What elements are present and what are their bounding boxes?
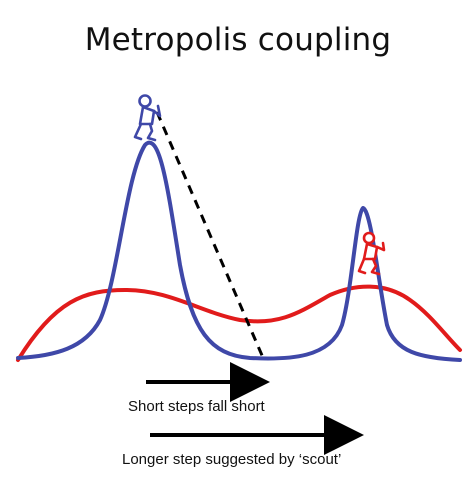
longer-step-caption: Longer step suggested by ‘scout’ <box>122 451 342 468</box>
target-distribution-curve <box>16 140 462 362</box>
flattened-distribution-curve <box>16 284 462 362</box>
scout-hiker-icon <box>357 231 386 276</box>
hiker-icon <box>133 94 162 142</box>
proposal-jump-dashed-line <box>155 111 266 361</box>
diagram-title: Metropolis coupling <box>84 22 392 58</box>
short-steps-caption: Short steps fall short <box>128 398 265 415</box>
